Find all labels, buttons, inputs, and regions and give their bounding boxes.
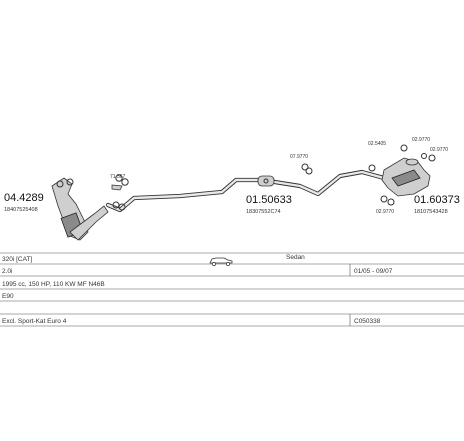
clamp-parts <box>111 174 129 211</box>
body-type-cell: Sedan <box>286 254 305 261</box>
catalytic-converter <box>51 177 109 241</box>
vehicle-info-table <box>0 252 464 327</box>
part-code-8: 02.9770 <box>376 209 394 215</box>
part-code-1: 04.4289 <box>4 192 44 204</box>
model-cell: 320i [CAT] <box>2 256 32 263</box>
middle-silencer <box>257 175 275 187</box>
part-code-5: 02.5405 <box>368 141 386 147</box>
part-code-9: 01.60373 <box>414 194 460 206</box>
rear-silencer <box>368 144 436 206</box>
part-ref-4: 18307552C74 <box>246 209 281 215</box>
car-icon <box>209 257 233 266</box>
kit-code-cell: C050338 <box>354 318 381 325</box>
note-cell: Excl. Sport-Kat Euro 4 <box>2 318 67 325</box>
rubber-hanger <box>301 163 313 175</box>
part-code-3: 07.9770 <box>290 154 308 160</box>
part-ref-1: 18407525408 <box>4 207 38 213</box>
part-code-6: 02.9770 <box>412 137 430 143</box>
part-code-7: 02.9770 <box>430 147 448 153</box>
engine-cell: 2.0i <box>2 268 12 275</box>
exhaust-pipe-route <box>105 169 387 213</box>
part-ref-9: 18107543428 <box>414 209 448 215</box>
chassis-cell: E90 <box>2 293 14 300</box>
part-code-2: 71.367 <box>110 174 126 180</box>
part-code-4: 01.50633 <box>246 194 292 206</box>
years-cell: 01/05 - 09/07 <box>354 268 393 275</box>
spec-cell: 1995 cc, 150 HP, 110 KW MF N46B <box>2 281 105 288</box>
